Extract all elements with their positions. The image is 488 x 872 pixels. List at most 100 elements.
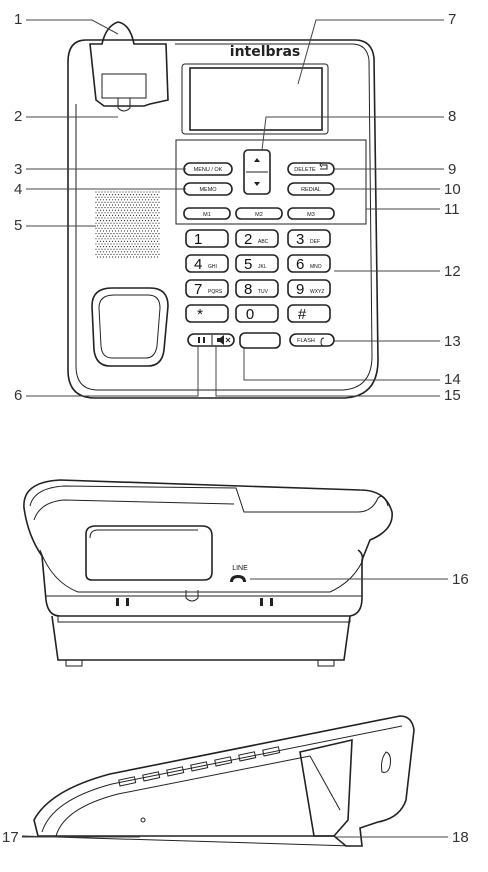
- callout-10: 10: [444, 181, 461, 198]
- key-number: 5: [244, 256, 252, 273]
- blank-key[interactable]: [239, 332, 281, 349]
- recall-icon: [320, 337, 325, 347]
- callout-18: 18: [452, 829, 469, 846]
- menu-ok-label: MENU / OK: [194, 167, 223, 173]
- key-number: 6: [296, 256, 304, 273]
- pause-mute-keys[interactable]: [187, 333, 235, 347]
- side-key: [118, 776, 137, 787]
- key-number: 3: [296, 231, 304, 248]
- display-frame: [181, 63, 329, 135]
- down-arrow-icon: [254, 182, 260, 186]
- line-label: LINE: [232, 565, 248, 572]
- phone-body-outline: [67, 39, 379, 399]
- key-letters: PQRS: [208, 289, 223, 295]
- key-number: 4: [194, 256, 202, 273]
- line-jack: [185, 590, 199, 602]
- function-panel: [175, 139, 367, 225]
- key-9[interactable]: 9 WXYZ: [287, 279, 331, 298]
- key-7[interactable]: 7 PQRS: [185, 279, 229, 298]
- callout-6: 6: [14, 387, 22, 404]
- key-number: 8: [244, 281, 252, 298]
- speaker-grille: [95, 191, 160, 258]
- brand-logo: intelbras: [230, 44, 300, 60]
- key-8[interactable]: 8 TUV: [235, 279, 279, 298]
- flash-button[interactable]: [289, 333, 335, 347]
- callout-16: 16: [452, 571, 469, 588]
- handset-rest: [91, 287, 169, 367]
- star-key-label: *: [197, 306, 203, 323]
- key-letters: TUV: [258, 289, 269, 295]
- side-body-outline: [33, 715, 415, 847]
- callout-14: 14: [444, 371, 461, 388]
- callout-9: 9: [448, 161, 456, 178]
- top-view: intelbras MENU / OK DELETE MEMO REDIAL M…: [67, 21, 379, 399]
- callouts: 1 2 3 4 5 6 7 8 9 10 11 12 13: [2, 11, 469, 846]
- zero-key-label: 0: [246, 306, 254, 323]
- m1-label: M1: [203, 212, 211, 218]
- key-letters: DEF: [310, 239, 320, 245]
- front-slot: [85, 525, 213, 581]
- side-key: [142, 771, 161, 782]
- side-stand: [299, 738, 353, 837]
- key-number: 9: [296, 281, 304, 298]
- key-4[interactable]: 4 GHI: [185, 254, 229, 273]
- key-number: 1: [194, 231, 202, 248]
- callout-17: 17: [2, 829, 19, 846]
- callout-13: 13: [444, 333, 461, 350]
- callout-15: 15: [444, 387, 461, 404]
- return-icon: [319, 162, 328, 170]
- handset-hook: [89, 21, 169, 107]
- side-key: [214, 756, 233, 767]
- key-2[interactable]: 2 ABC: [235, 229, 279, 248]
- key-letters: ABC: [258, 239, 269, 245]
- key-3[interactable]: 3 DEF: [287, 229, 331, 248]
- side-key: [262, 746, 281, 757]
- callout-11: 11: [444, 201, 460, 218]
- callout-7: 7: [448, 11, 456, 28]
- nav-keys[interactable]: [243, 149, 271, 195]
- side-key: [166, 766, 185, 777]
- callout-12: 12: [444, 263, 461, 280]
- side-keys: [118, 746, 281, 787]
- delete-label: DELETE: [294, 167, 316, 173]
- callout-2: 2: [14, 108, 22, 125]
- hook-lever: [117, 98, 131, 112]
- side-key: [238, 751, 257, 762]
- m1-button[interactable]: [183, 207, 231, 220]
- hash-key-label: #: [298, 306, 307, 323]
- hash-key[interactable]: [287, 304, 331, 323]
- callout-3: 3: [14, 161, 22, 178]
- key-number: 2: [244, 231, 252, 248]
- hook-tab: [101, 73, 147, 99]
- line-phone-icon: [230, 575, 246, 582]
- redial-label: REDIAL: [301, 187, 321, 193]
- m2-button[interactable]: [235, 207, 283, 220]
- callout-1: 1: [14, 11, 22, 28]
- memo-label: MEMO: [199, 187, 217, 193]
- m2-label: M2: [255, 212, 263, 218]
- m3-button[interactable]: [287, 207, 335, 220]
- display-screen: [189, 67, 323, 131]
- key-letters: JKL: [258, 264, 267, 270]
- front-base: [51, 615, 351, 661]
- side-reset-hole: [140, 817, 146, 823]
- callout-8: 8: [448, 108, 456, 125]
- m3-label: M3: [307, 212, 315, 218]
- key-letters: MNO: [310, 264, 322, 270]
- callout-4: 4: [14, 181, 22, 198]
- key-1[interactable]: 1: [185, 229, 229, 248]
- star-key[interactable]: [185, 304, 229, 323]
- flash-label: FLASH: [297, 338, 315, 344]
- key-number: 7: [194, 281, 202, 298]
- keypad: 1 2 ABC 3 DEF 4 GHI 5 JKL 6 MNO 7 PQRS 8 TUV 9 WXYZ: [185, 229, 331, 298]
- key-letters: GHI: [208, 264, 217, 270]
- front-view: LINE: [23, 479, 393, 667]
- side-view: [21, 715, 415, 847]
- key-letters: WXYZ: [310, 289, 324, 295]
- zero-key[interactable]: [235, 304, 279, 323]
- key-5[interactable]: 5 JKL: [235, 254, 279, 273]
- mute-icon: [217, 335, 224, 345]
- key-6[interactable]: 6 MNO: [287, 254, 331, 273]
- pause-icon: [198, 337, 200, 343]
